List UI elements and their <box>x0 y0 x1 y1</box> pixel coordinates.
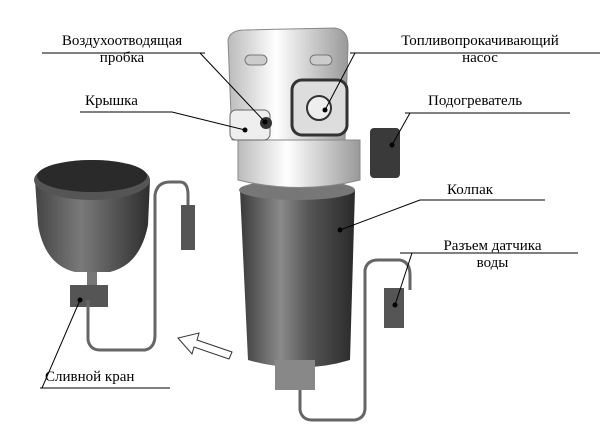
flow-arrow-icon <box>177 332 233 360</box>
leader-lines <box>40 52 600 389</box>
label-air-plug: Воздухоотводящая пробка <box>42 33 202 67</box>
heater <box>370 128 400 178</box>
label-air-plug-line1: Воздухоотводящая <box>61 33 183 49</box>
label-pump-line1: Топливопрокачивающий <box>401 33 559 49</box>
label-heater: Подогреватель <box>428 93 523 109</box>
water-sensor-connector <box>384 288 404 328</box>
tank-sensor-connector <box>181 205 195 250</box>
label-drain: Сливной кран <box>45 369 135 385</box>
label-sensor-line1: Разъем датчика <box>443 238 542 254</box>
label-cover: Крышка <box>85 93 138 109</box>
external-tank <box>34 160 150 307</box>
filter-head <box>227 27 400 188</box>
label-cap: Колпак <box>447 182 494 198</box>
label-sensor-line2: воды <box>476 255 509 271</box>
label-pump-line2: насос <box>462 50 498 66</box>
label-pump: Топливопрокачивающий насос <box>370 33 590 67</box>
label-sensor: Разъем датчика воды <box>415 238 570 272</box>
label-air-plug-line2: пробка <box>99 50 145 66</box>
filter-bowl <box>239 180 355 390</box>
